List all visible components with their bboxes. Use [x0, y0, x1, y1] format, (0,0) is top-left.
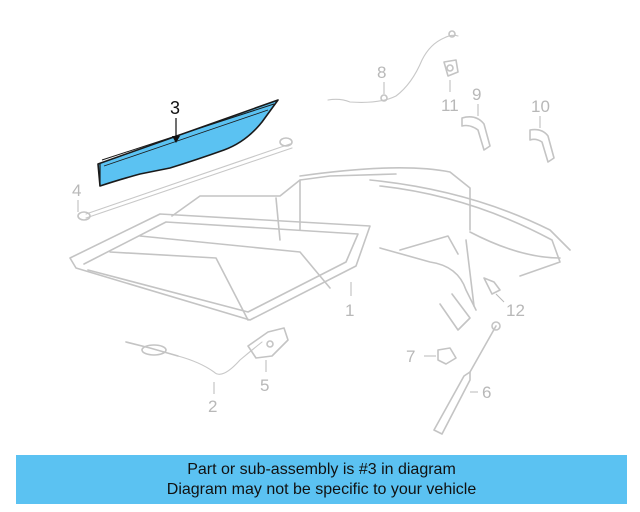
callout-12[interactable]: 12 [506, 301, 525, 320]
part-3-seal-strip[interactable] [97, 99, 279, 187]
callout-4[interactable]: 4 [72, 181, 81, 200]
callout-7[interactable]: 7 [406, 347, 415, 366]
part-5-bracket [247, 327, 289, 359]
part-7-bumper [437, 347, 457, 365]
caption-line-2: Diagram may not be specific to your vehi… [166, 481, 477, 498]
callout-5[interactable]: 5 [260, 376, 269, 395]
callout-3[interactable]: 3 [170, 98, 180, 118]
part-4-screw [77, 137, 293, 221]
parts-diagram: 3 4 1 8 11 [69, 30, 571, 435]
arrowhead-3 [172, 136, 180, 143]
part-8-cable [327, 30, 459, 103]
part-1-top-frame [69, 167, 571, 331]
callout-1[interactable]: 1 [345, 301, 354, 320]
callout-2[interactable]: 2 [208, 397, 217, 416]
part-10-latch [529, 128, 555, 163]
caption-line-1: Part or sub-assembly is #3 in diagram [187, 461, 456, 478]
part-12-bracket [483, 277, 501, 295]
part-9-latch [461, 116, 491, 151]
part-11-clip [443, 59, 459, 77]
caption-banner: Part or sub-assembly is #3 in diagram Di… [16, 455, 627, 504]
callout-11[interactable]: 11 [441, 96, 459, 115]
part-6-strut [433, 321, 501, 435]
callout-10[interactable]: 10 [531, 97, 550, 116]
callout-8[interactable]: 8 [377, 63, 386, 82]
callout-9[interactable]: 9 [472, 85, 481, 104]
callout-6[interactable]: 6 [482, 383, 491, 402]
part-2-cable [125, 341, 263, 375]
